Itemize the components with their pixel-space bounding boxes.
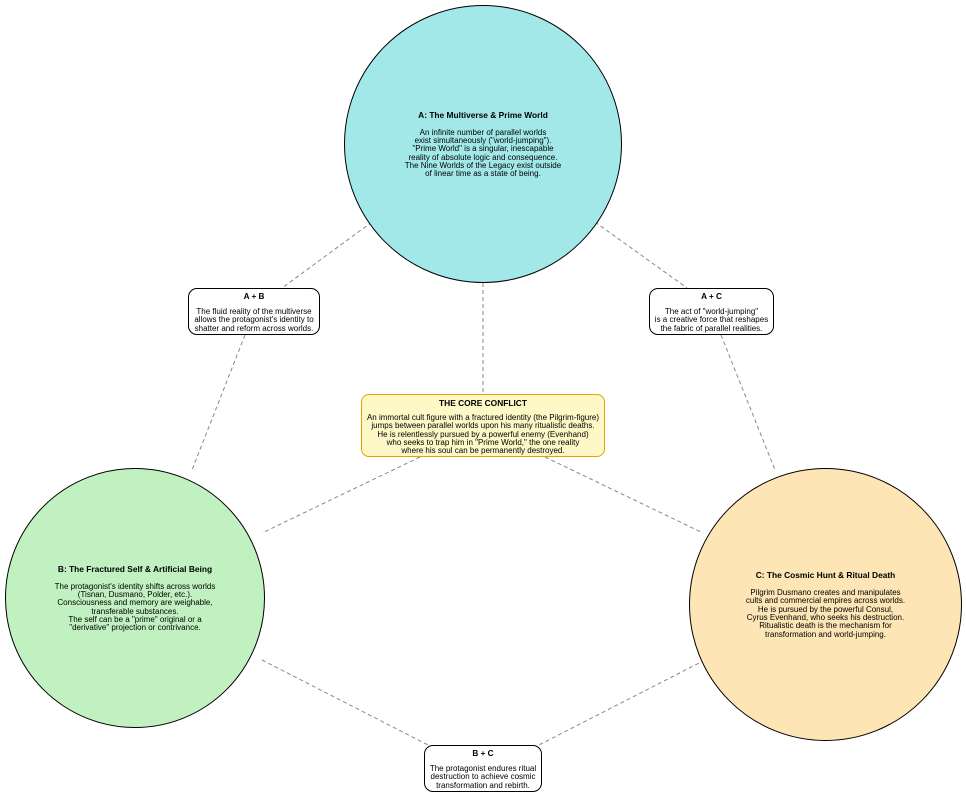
intersection-box-bc: B + C The protagonist endures ritual des… <box>424 745 542 792</box>
circle-a-body: An infinite number of parallel worlds ex… <box>404 127 562 179</box>
intersection-ac-title: A + C <box>701 292 722 301</box>
intersection-ab-body: The fluid reality of the multiverse allo… <box>194 307 314 333</box>
intersection-bc-body: The protagonist endures ritual destructi… <box>429 764 537 790</box>
connector-c-bc <box>534 659 706 748</box>
connector-ab-b <box>191 334 246 471</box>
circle-a-title: A: The Multiverse & Prime World <box>418 109 548 120</box>
core-conflict-body: An immortal cult figure with a fractured… <box>366 413 600 456</box>
circle-b-body: The protagonist's identity shifts across… <box>54 581 216 633</box>
circle-fractured-self: B: The Fractured Self & Artificial Being… <box>5 468 265 728</box>
connector-core-c <box>544 456 704 534</box>
intersection-box-ab: A + B The fluid reality of the multivers… <box>188 288 320 335</box>
intersection-bc-title: B + C <box>472 749 494 758</box>
circle-c-body: Pilgrim Dusmano creates and manipulates … <box>745 588 906 639</box>
circle-b-title: B: The Fractured Self & Artificial Being <box>57 563 213 574</box>
circle-multiverse-prime-world: A: The Multiverse & Prime World An infin… <box>344 5 622 283</box>
connector-ac-c <box>720 334 776 471</box>
intersection-ab-title: A + B <box>243 292 265 301</box>
intersection-ac-body: The act of "world-jumping" is a creative… <box>654 307 769 333</box>
circle-c-title: C: The Cosmic Hunt & Ritual Death <box>755 570 896 581</box>
circle-cosmic-hunt: C: The Cosmic Hunt & Ritual Death Pilgri… <box>689 468 962 741</box>
connector-core-b <box>261 456 421 534</box>
connector-b-bc <box>261 659 433 748</box>
core-conflict-box: THE CORE CONFLICT An immortal cult figur… <box>361 394 605 457</box>
intersection-box-ac: A + C The act of "world-jumping" is a cr… <box>649 288 774 335</box>
core-conflict-title: THE CORE CONFLICT <box>439 398 527 408</box>
connector-a-ac <box>594 221 688 289</box>
connector-a-ab <box>281 221 373 289</box>
